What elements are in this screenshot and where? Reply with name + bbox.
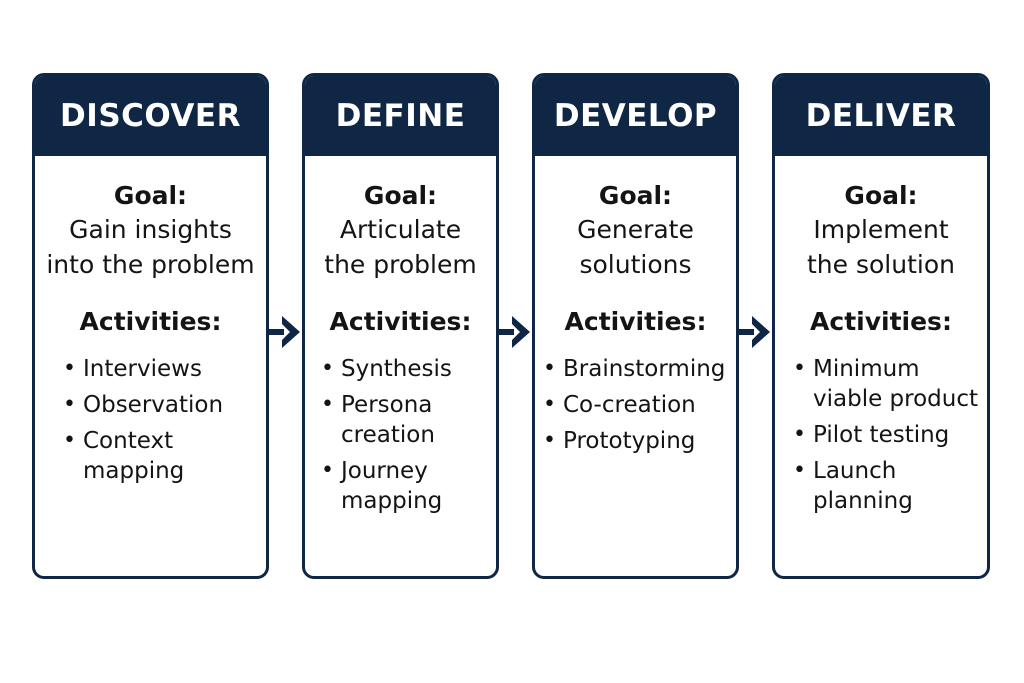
phase-card-discover: DISCOVER Goal: Gain insights into the pr… — [32, 73, 269, 579]
phase-title-define: DEFINE — [305, 76, 496, 156]
activity-item: •Interviews — [63, 356, 202, 382]
goal-label: Goal: — [363, 181, 438, 210]
bullet-icon: • — [321, 458, 334, 483]
goal-label: Goal: — [113, 181, 188, 210]
bullet-icon: • — [543, 392, 556, 417]
phase-title-deliver: DELIVER — [775, 76, 987, 156]
activity-item: •Journey mapping — [321, 458, 443, 514]
goal-label: Goal: — [598, 181, 673, 210]
arrow-right-icon — [498, 316, 530, 348]
activities-label: Activities: — [329, 307, 472, 336]
activity-item: •Minimum viable product — [793, 356, 979, 412]
goal-text: Articulate the problem — [324, 215, 477, 279]
activity-item: •Co-creation — [543, 392, 696, 418]
activity-list: •Brainstorming •Co-creation •Prototyping — [535, 354, 736, 456]
activity-item: •Context mapping — [63, 428, 185, 484]
phase-body-deliver: Goal: Implement the solution Activities:… — [775, 156, 987, 516]
bullet-icon: • — [793, 458, 806, 483]
bullet-icon: • — [63, 392, 76, 417]
phase-title-discover: DISCOVER — [35, 76, 266, 156]
bullet-icon: • — [321, 356, 334, 381]
bullet-icon: • — [63, 356, 76, 381]
phase-card-deliver: DELIVER Goal: Implement the solution Act… — [772, 73, 990, 579]
arrow-right-icon — [738, 316, 770, 348]
activity-item: •Synthesis — [321, 356, 452, 382]
bullet-icon: • — [321, 392, 334, 417]
bullet-icon: • — [793, 356, 806, 381]
activity-item: •Observation — [63, 392, 224, 418]
goal-text: Gain insights into the problem — [46, 215, 255, 279]
activity-item: •Brainstorming — [543, 356, 726, 382]
activity-list: •Minimum viable product •Pilot testing •… — [775, 354, 987, 516]
activity-item: •Persona creation — [321, 392, 435, 448]
phase-body-develop: Goal: Generate solutions Activities: •Br… — [535, 156, 736, 456]
activity-list: •Synthesis •Persona creation •Journey ma… — [305, 354, 496, 516]
bullet-icon: • — [543, 356, 556, 381]
activity-item: •Pilot testing — [793, 422, 950, 448]
activities-label: Activities: — [564, 307, 707, 336]
goal-label: Goal: — [844, 181, 918, 210]
activities-label: Activities: — [810, 307, 952, 336]
activity-item: •Prototyping — [543, 428, 696, 454]
activity-list: •Interviews •Observation •Context mappin… — [35, 354, 266, 486]
goal-text: Implement the solution — [807, 215, 955, 279]
activities-label: Activities: — [79, 307, 222, 336]
arrow-right-icon — [268, 316, 300, 348]
bullet-icon: • — [63, 428, 76, 453]
bullet-icon: • — [543, 428, 556, 453]
phase-card-define: DEFINE Goal: Articulate the problem Acti… — [302, 73, 499, 579]
phase-title-develop: DEVELOP — [535, 76, 736, 156]
goal-text: Generate solutions — [577, 215, 694, 279]
bullet-icon: • — [793, 422, 806, 447]
phase-body-define: Goal: Articulate the problem Activities:… — [305, 156, 496, 516]
phase-card-develop: DEVELOP Goal: Generate solutions Activit… — [532, 73, 739, 579]
phase-body-discover: Goal: Gain insights into the problem Act… — [35, 156, 266, 486]
activity-item: •Launch planning — [793, 458, 913, 514]
